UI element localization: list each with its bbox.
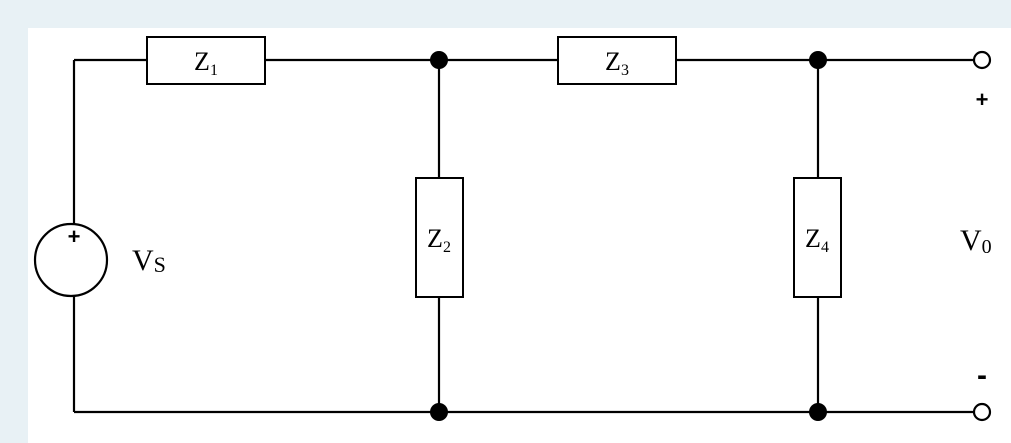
node-bottom-middle [430, 403, 448, 421]
z4-label: Z [805, 224, 821, 253]
svg-text:Z1: Z1 [194, 47, 218, 79]
z1-subscript: 1 [210, 62, 218, 79]
z2-subscript: 2 [443, 239, 451, 256]
svg-text:V0: V0 [960, 224, 992, 258]
impedance-z4: Z4 [793, 177, 842, 298]
node-top-middle [430, 51, 448, 69]
output-terminal-bottom [972, 402, 992, 422]
svg-text:Z4: Z4 [805, 224, 829, 256]
svg-text:VS: VS [132, 244, 166, 277]
diagram-panel [28, 28, 1011, 443]
source-label: V [132, 244, 154, 277]
output-terminal-top [972, 50, 992, 70]
svg-text:Z3: Z3 [605, 47, 629, 79]
impedance-z3: Z3 [557, 36, 677, 85]
output-label: V [960, 224, 982, 257]
z4-subscript: 4 [821, 239, 829, 256]
output-terminals: + - V0 [960, 50, 992, 422]
junction-nodes [430, 51, 827, 421]
voltage-source: + VS [33, 222, 166, 298]
node-bottom-right [809, 403, 827, 421]
source-subscript: S [154, 252, 166, 277]
output-plus-sign: + [976, 87, 989, 112]
z2-label: Z [427, 224, 443, 253]
node-top-right [809, 51, 827, 69]
z3-label: Z [605, 47, 621, 76]
impedance-z1: Z1 [146, 36, 266, 85]
source-plus-sign: + [68, 224, 81, 249]
svg-text:Z2: Z2 [427, 224, 451, 256]
voltage-source-icon [33, 222, 109, 298]
z1-label: Z [194, 47, 210, 76]
output-minus-sign: - [977, 359, 987, 392]
impedance-z2: Z2 [415, 177, 464, 298]
output-subscript: 0 [982, 236, 992, 258]
z3-subscript: 3 [621, 62, 629, 79]
